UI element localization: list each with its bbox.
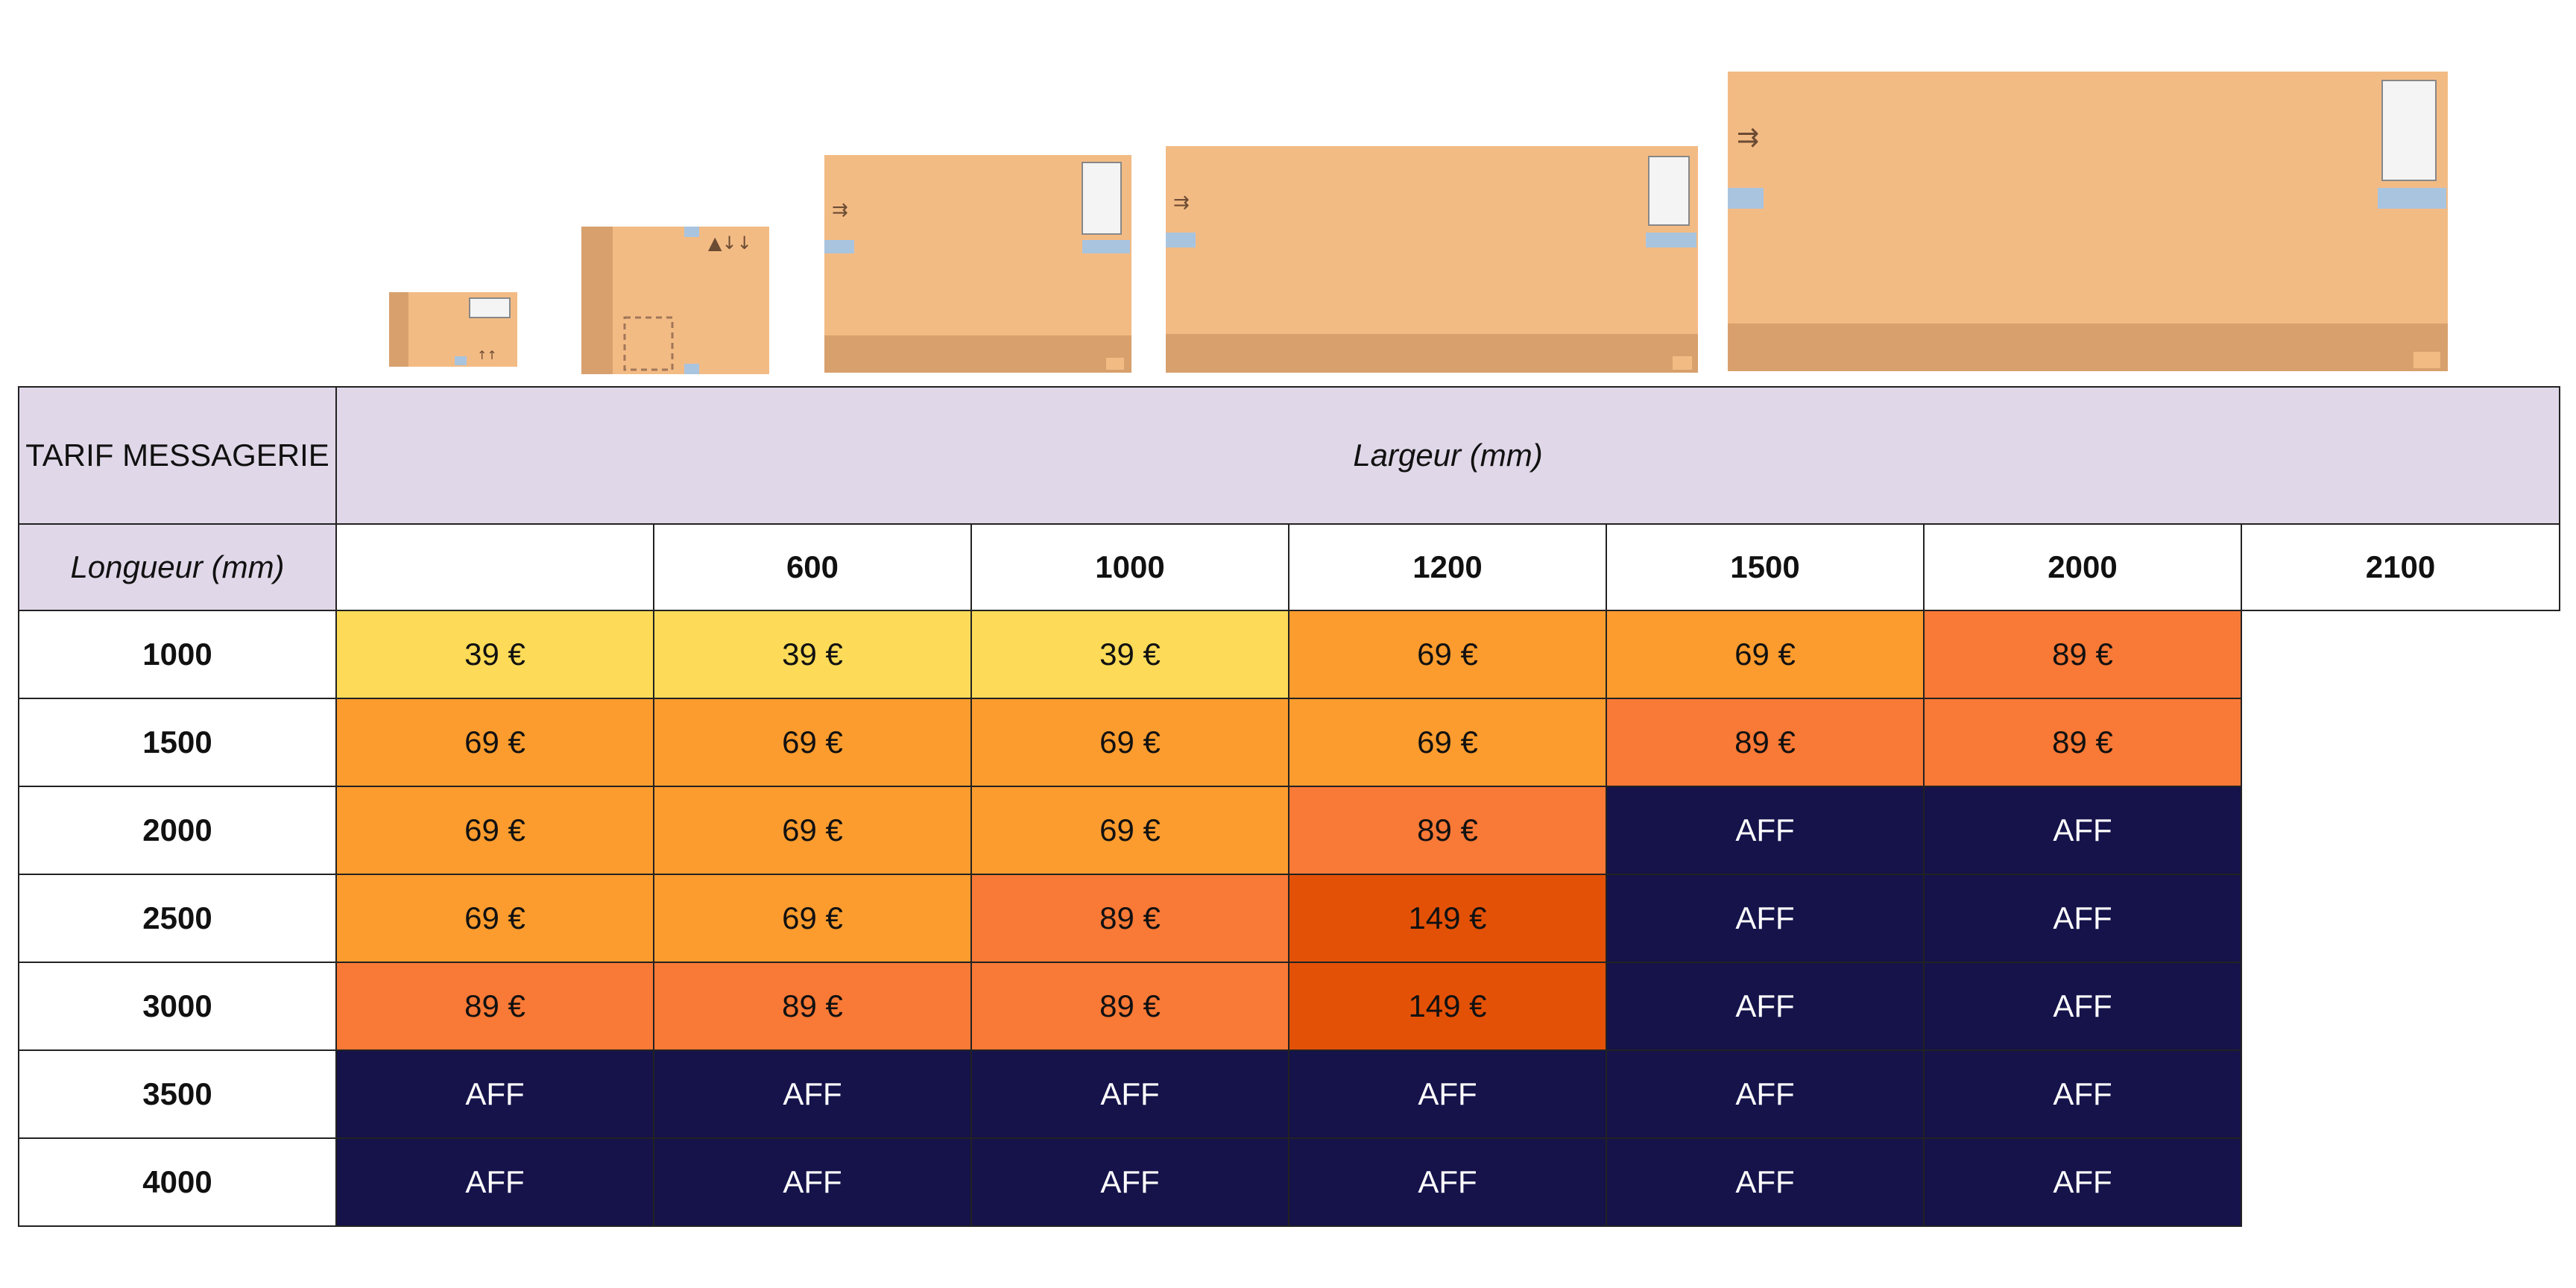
price-cell: 69 €	[1288, 698, 1607, 787]
price-cell: AFF	[1606, 1137, 1925, 1227]
box-illustrations: ↑↑ ▲↓↓ ⇉ ⇉	[0, 0, 2576, 388]
price-cell: AFF	[1923, 786, 2242, 875]
price-cell: 69 €	[653, 874, 972, 963]
price-cell: AFF	[970, 1049, 1289, 1139]
tarif-table: TARIF MESSAGERIE Largeur (mm) Longueur (…	[18, 386, 2561, 1227]
price-cell: AFF	[1606, 1049, 1925, 1139]
price-cell: AFF	[1923, 962, 2242, 1051]
price-cell: 69 €	[970, 698, 1289, 787]
column-label: 2100	[2240, 523, 2561, 611]
box-long-icon: ⇉	[1166, 146, 1698, 373]
price-cell: 69 €	[335, 698, 654, 787]
price-cell: 89 €	[1923, 610, 2242, 699]
price-cell: AFF	[653, 1137, 972, 1227]
price-cell: 39 €	[653, 610, 972, 699]
row-label: 3500	[18, 1049, 337, 1139]
price-cell: 69 €	[653, 698, 972, 787]
price-cell: 89 €	[653, 962, 972, 1051]
price-cell: AFF	[653, 1049, 972, 1139]
column-label: 1200	[1288, 523, 1607, 611]
column-label: 600	[653, 523, 972, 611]
price-cell: 69 €	[1288, 610, 1607, 699]
row-label: 3000	[18, 962, 337, 1051]
box-tall-icon: ▲↓↓	[581, 227, 769, 374]
svg-text:⇉: ⇉	[1173, 192, 1190, 214]
svg-text:⇉: ⇉	[1737, 122, 1759, 153]
row-label: 4000	[18, 1137, 337, 1227]
price-cell: 39 €	[335, 610, 654, 699]
row-header: Longueur (mm)	[18, 523, 337, 611]
price-cell: AFF	[1606, 874, 1925, 963]
svg-text:↑↑: ↑↑	[477, 348, 497, 362]
box-small-icon: ↑↑	[389, 292, 517, 367]
price-cell: AFF	[1288, 1137, 1607, 1227]
price-cell: 69 €	[653, 786, 972, 875]
box-illustrations-svg: ↑↑ ▲↓↓ ⇉ ⇉	[389, 72, 2448, 374]
price-cell: AFF	[1606, 962, 1925, 1051]
table-title: TARIF MESSAGERIE	[18, 386, 337, 525]
price-cell: 69 €	[335, 786, 654, 875]
price-cell: 89 €	[1923, 698, 2242, 787]
price-cell: 89 €	[335, 962, 654, 1051]
svg-text:▲↓↓: ▲↓↓	[708, 233, 752, 253]
svg-text:⇉: ⇉	[832, 199, 848, 221]
price-cell: 89 €	[970, 962, 1289, 1051]
corner-cell	[335, 523, 654, 611]
price-cell: AFF	[1923, 1137, 2242, 1227]
box-medium-icon: ⇉	[824, 155, 1131, 373]
price-cell: AFF	[1923, 1049, 2242, 1139]
price-cell: AFF	[1923, 874, 2242, 963]
column-header: Largeur (mm)	[335, 386, 2561, 525]
price-cell: AFF	[1606, 786, 1925, 875]
price-cell: 39 €	[970, 610, 1289, 699]
price-cell: 89 €	[1288, 786, 1607, 875]
price-cell: 69 €	[1606, 610, 1925, 699]
column-label: 1000	[970, 523, 1289, 611]
price-cell: 69 €	[970, 786, 1289, 875]
price-cell: AFF	[335, 1049, 654, 1139]
price-cell: 149 €	[1288, 874, 1607, 963]
price-cell: 89 €	[1606, 698, 1925, 787]
price-cell: 89 €	[970, 874, 1289, 963]
row-label: 1000	[18, 610, 337, 699]
price-cell: AFF	[970, 1137, 1289, 1227]
row-label: 2500	[18, 874, 337, 963]
column-label: 1500	[1606, 523, 1925, 611]
box-large-icon: ⇉	[1728, 72, 2448, 371]
price-cell: AFF	[335, 1137, 654, 1227]
price-cell: 69 €	[335, 874, 654, 963]
column-label: 2000	[1923, 523, 2242, 611]
row-label: 2000	[18, 786, 337, 875]
price-cell: 149 €	[1288, 962, 1607, 1051]
row-label: 1500	[18, 698, 337, 787]
price-cell: AFF	[1288, 1049, 1607, 1139]
